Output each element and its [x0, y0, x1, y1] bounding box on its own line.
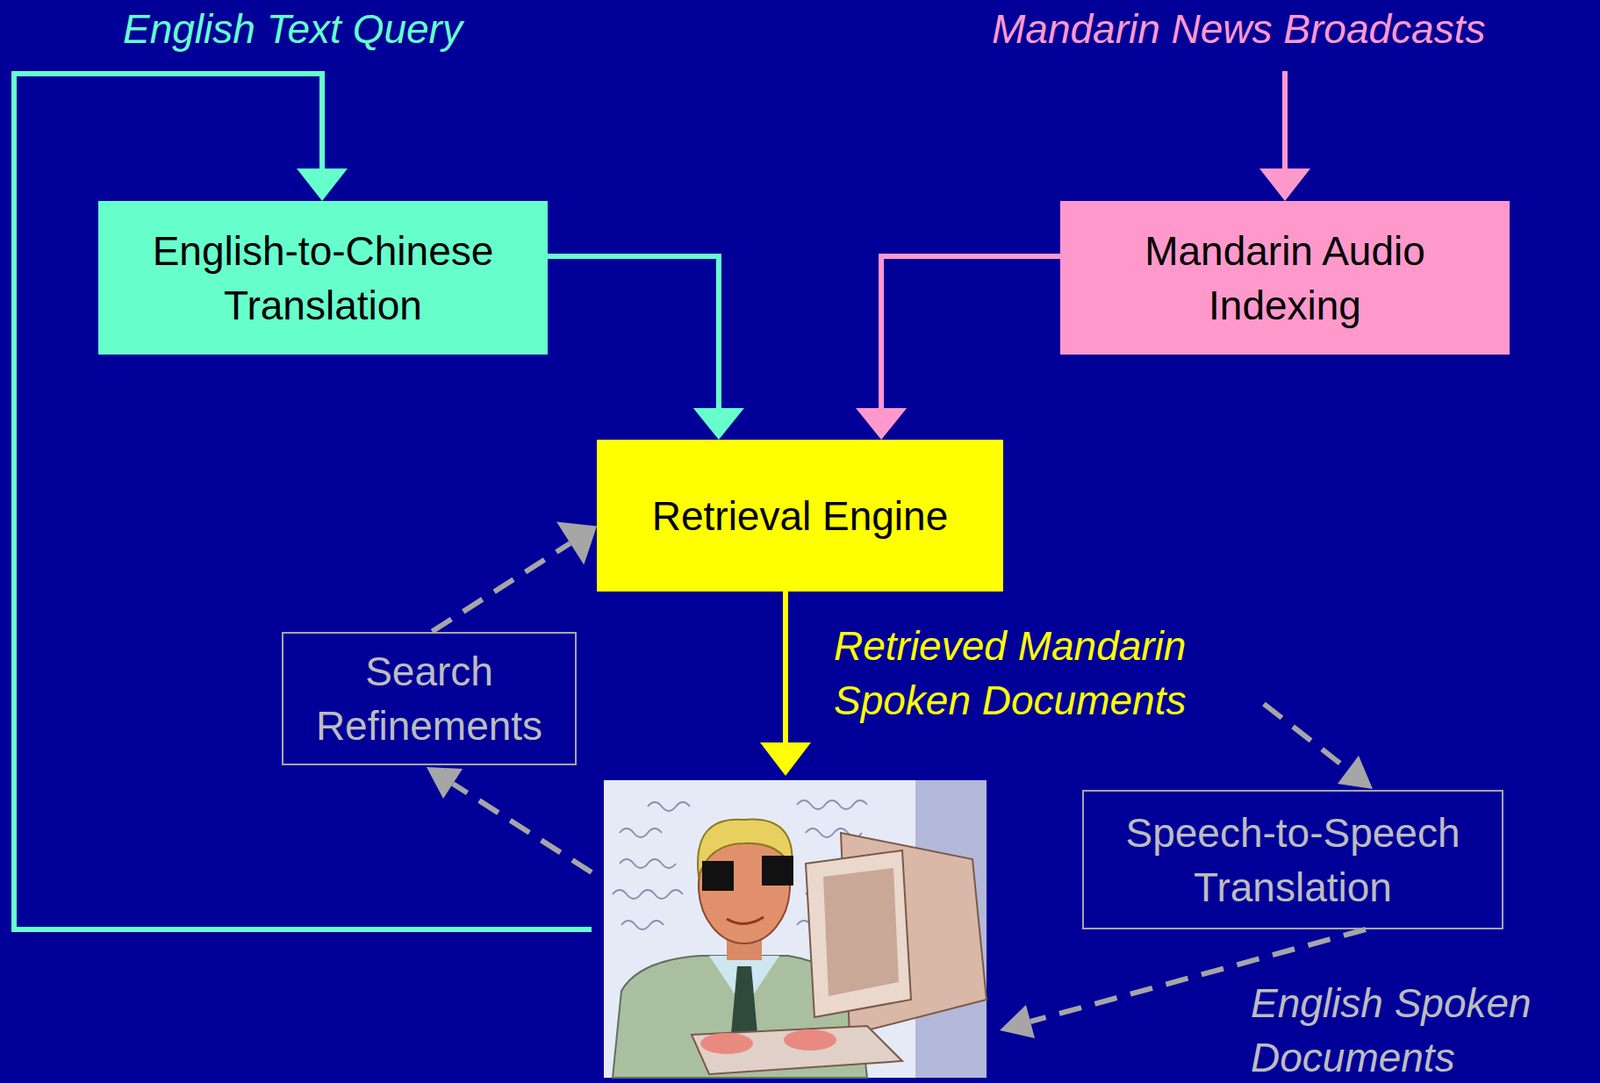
connector — [431, 522, 597, 632]
connector — [547, 256, 745, 440]
optional-box: Speech-to-Speech Translation — [1082, 789, 1504, 930]
arrow-head — [760, 742, 811, 776]
arrow-head — [556, 522, 597, 566]
result-path — [782, 591, 789, 747]
screen — [823, 868, 899, 997]
connector-path — [547, 256, 719, 409]
arrow-head — [426, 767, 463, 799]
hand — [700, 1033, 754, 1055]
glasses — [702, 860, 734, 891]
process-box: Mandarin Audio Indexing — [1060, 200, 1510, 355]
process-box: English-to-Chinese Translation — [98, 200, 548, 355]
mouth — [726, 917, 764, 925]
result-line — [760, 591, 811, 776]
connector-path — [431, 543, 570, 632]
flow-label: Retrieved Mandarin Spoken Documents — [833, 618, 1256, 728]
flow-label: Mandarin News Broadcasts — [991, 1, 1589, 57]
flow-label: English Text Query — [122, 1, 615, 57]
node-text: Search Refinements — [299, 644, 560, 754]
keyboard — [691, 1026, 903, 1075]
engine-box: Retrieval Engine — [596, 439, 1004, 592]
glasses — [761, 855, 794, 886]
refine-line — [426, 767, 592, 873]
arrow-head — [1337, 755, 1373, 790]
broadcast-path — [1282, 71, 1288, 173]
connector-path — [881, 256, 1061, 409]
translate-line — [1263, 703, 1373, 790]
node-text: Speech-to-Speech Translation — [1099, 805, 1486, 915]
arrow-head — [1259, 168, 1311, 201]
arrow-head — [855, 408, 907, 440]
query-line — [14, 73, 592, 930]
dashed-path — [452, 783, 592, 873]
node-text: English-to-Chinese Translation — [114, 223, 532, 333]
arrow-head — [296, 168, 348, 201]
arrow-head — [693, 408, 745, 440]
monitor-front — [805, 850, 912, 1018]
node-text: Retrieval Engine — [652, 488, 949, 544]
query-path — [14, 73, 592, 930]
dashed-path — [1263, 703, 1349, 770]
broadcast-line — [1259, 71, 1311, 201]
user-illustration — [603, 780, 987, 1078]
hand — [783, 1029, 837, 1051]
paper — [603, 780, 987, 1078]
flow-label: English Spoken Documents — [1250, 975, 1593, 1083]
node-text: Mandarin Audio Indexing — [1076, 223, 1494, 333]
connector — [855, 256, 1061, 440]
arrow-head — [999, 1004, 1035, 1039]
optional-box: Search Refinements — [281, 631, 577, 766]
